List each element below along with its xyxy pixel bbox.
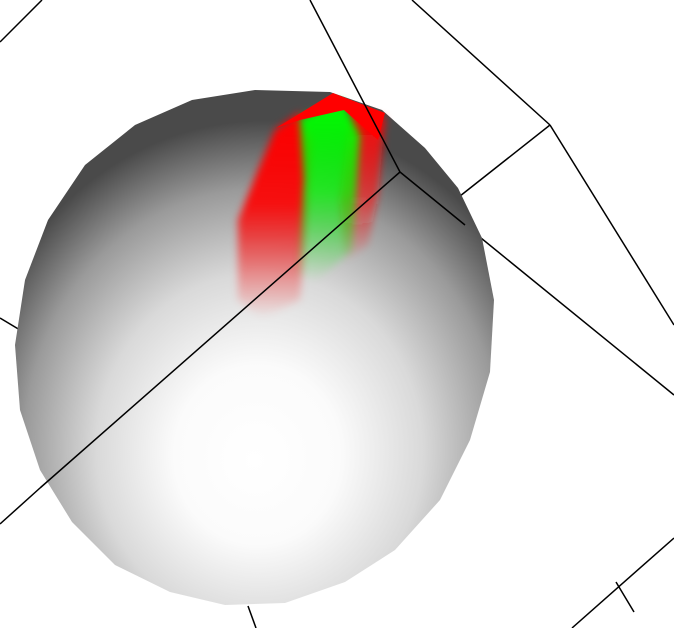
wire-edge [0, 0, 43, 43]
wire-edge [571, 537, 674, 628]
wire-edge [411, 0, 551, 126]
wire-edge [399, 171, 466, 226]
glyph-overlay [238, 93, 385, 318]
glyph-green-core [298, 100, 360, 282]
sphere-body[interactable] [15, 90, 494, 605]
wire-edge [309, 0, 401, 173]
wireframe-front [39, 0, 466, 489]
wire-edge [0, 317, 21, 331]
wire-edge [549, 124, 674, 326]
wire-edge [615, 581, 635, 613]
glyph-top-cap [276, 93, 385, 140]
sphere[interactable] [15, 90, 494, 605]
glyph-red-left [238, 112, 312, 318]
wire-edge [464, 224, 674, 396]
wire-edge [39, 171, 401, 489]
wire-edge [0, 487, 41, 525]
wire-edge [454, 124, 551, 201]
wire-edge [247, 605, 257, 628]
